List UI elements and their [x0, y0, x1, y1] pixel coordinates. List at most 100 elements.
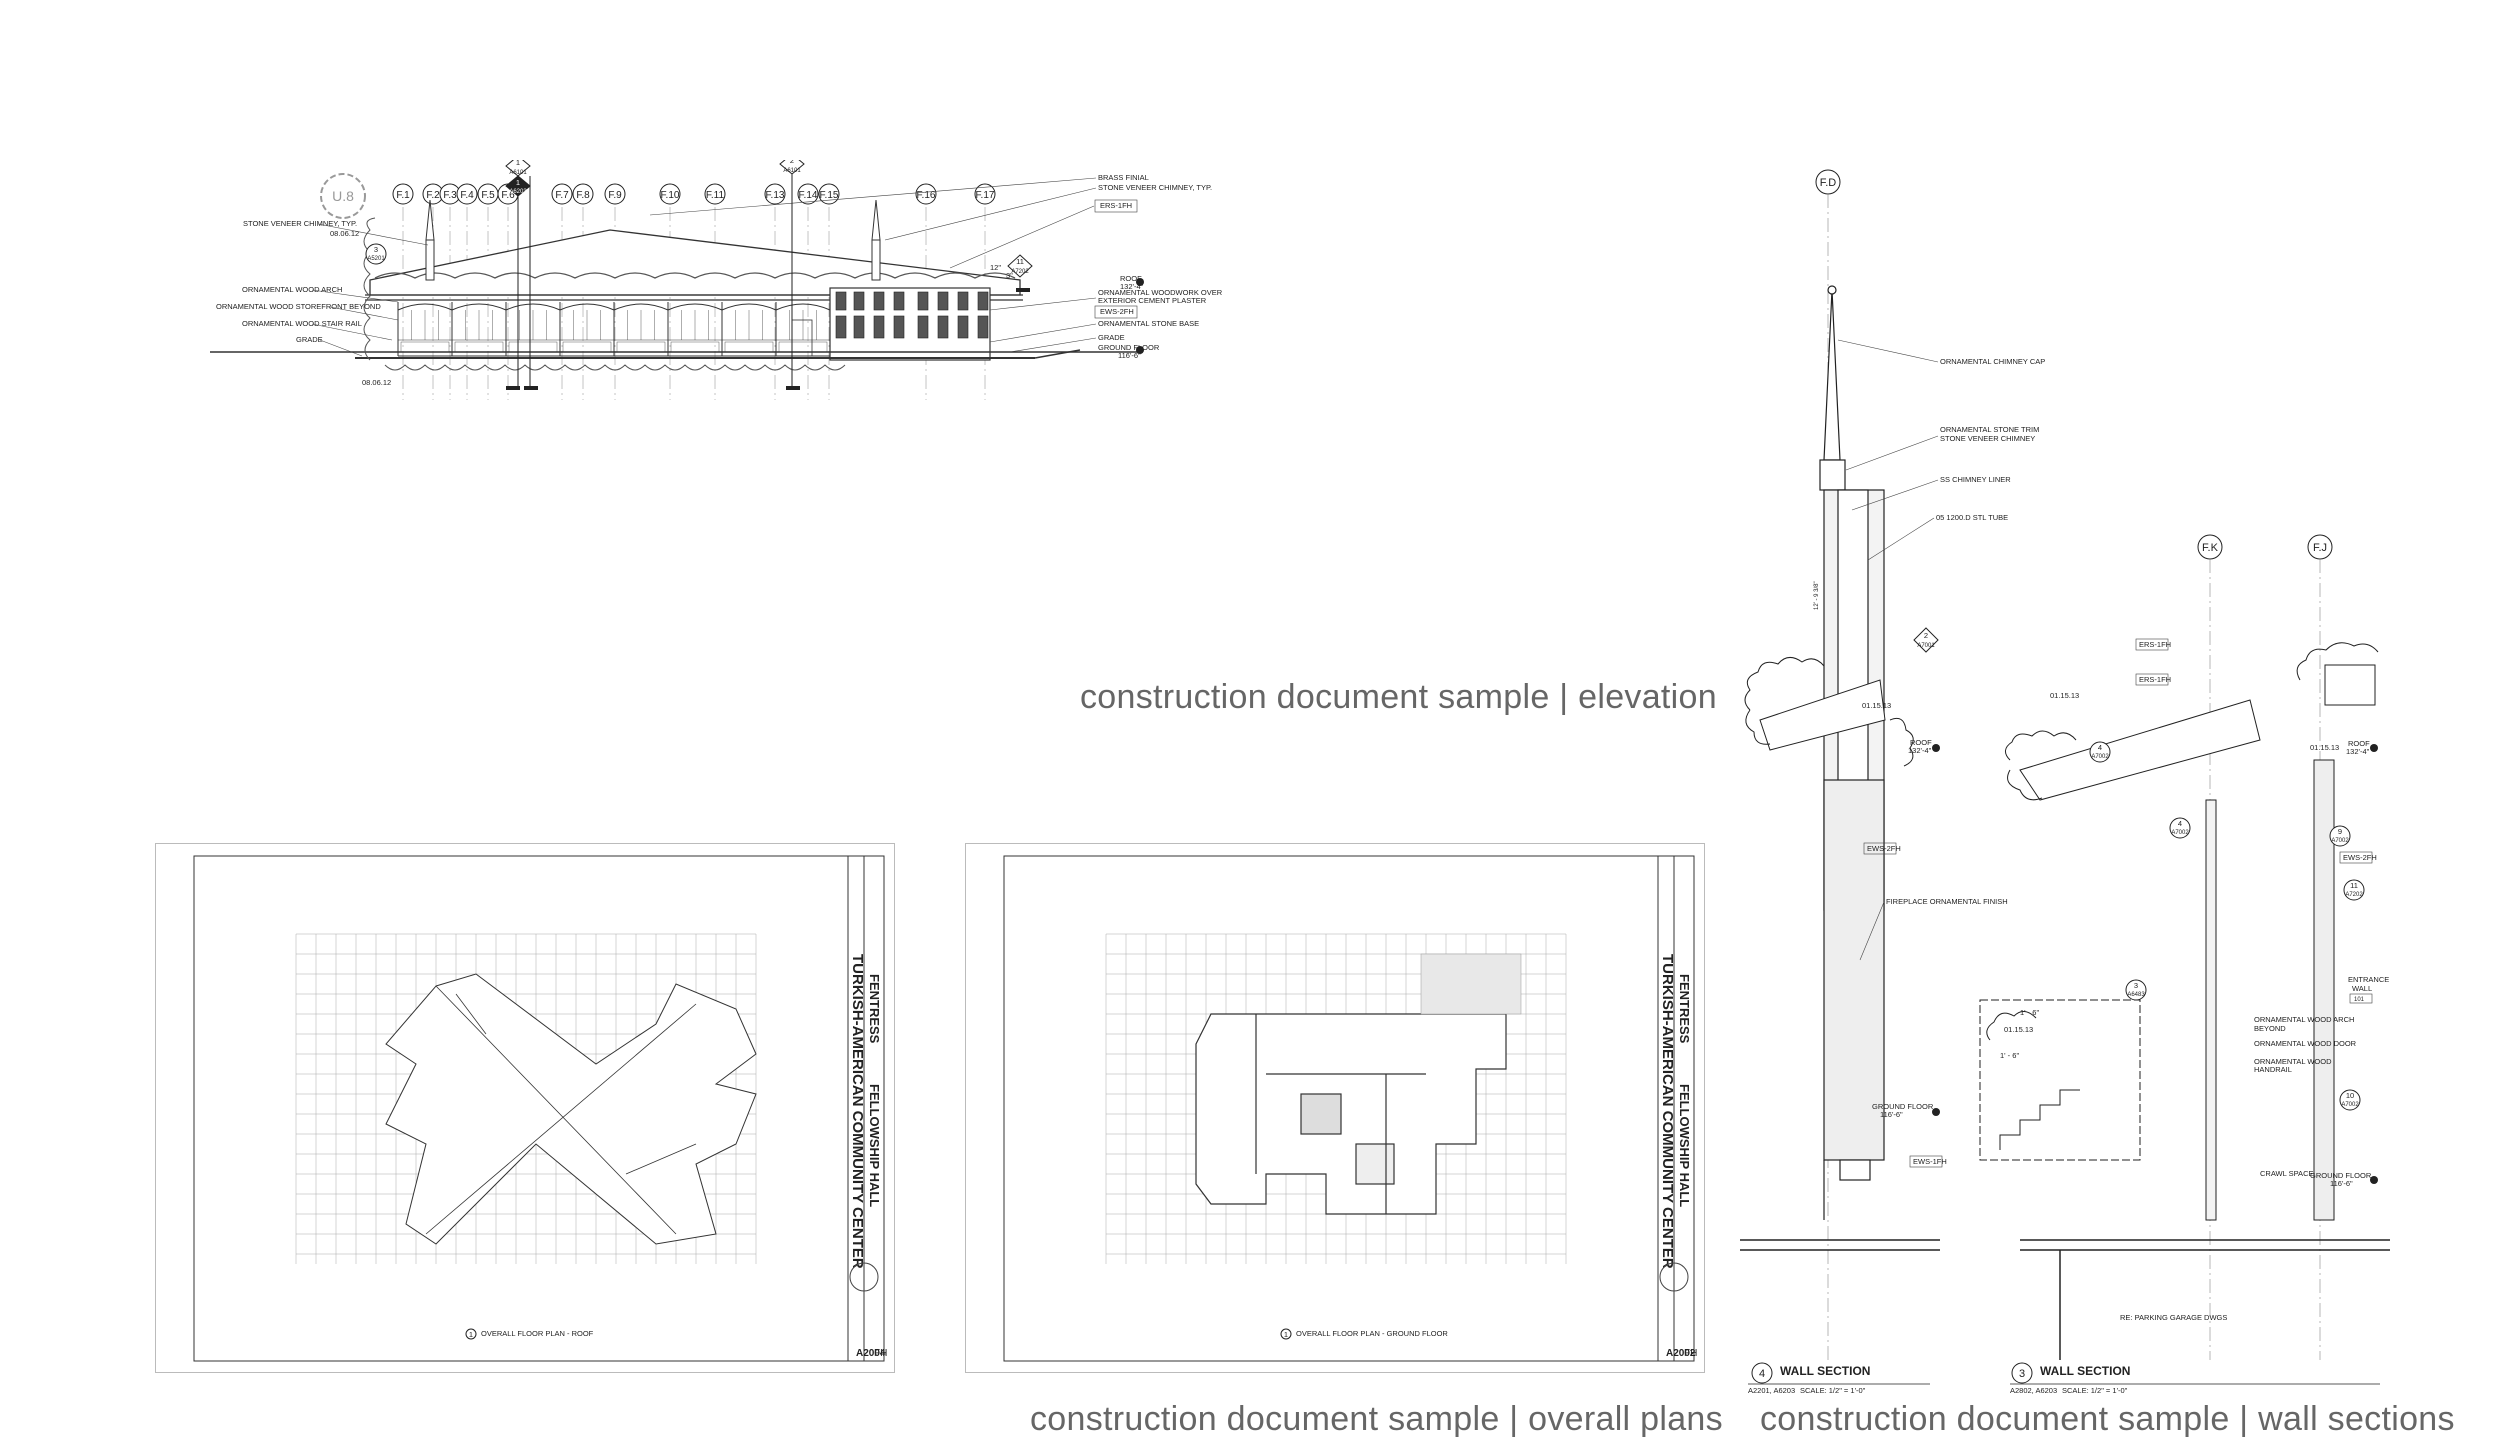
lattice-windows [835, 291, 989, 339]
svg-text:A7001: A7001 [1917, 643, 1935, 649]
caption-elevation: construction document sample | elevation [1080, 678, 1717, 716]
slope-12: 12" [990, 263, 1001, 272]
note-storefront: ORNAMENTAL WOOD STOREFRONT BEYOND [216, 302, 381, 311]
section-levels-a: ROOF 132'-4" GROUND FLOOR 116'-6" [1872, 738, 1940, 1119]
roof-plan-outline [385, 973, 757, 1245]
svg-text:EWS-2FH: EWS-2FH [2343, 853, 2377, 862]
ground-plan-outline [1195, 1013, 1507, 1215]
svg-text:ORNAMENTAL CHIMNEY CAP: ORNAMENTAL CHIMNEY CAP [1940, 357, 2045, 366]
note-ers-1fh: ERS-1FH [1100, 201, 1132, 210]
svg-text:SCALE: 1/2" = 1'-0": SCALE: 1/2" = 1'-0" [1800, 1386, 1866, 1395]
lattice-window [835, 291, 847, 339]
section-notes-a: ORNAMENTAL CHIMNEY CAP ORNAMENTAL STONE … [1814, 339, 2045, 1168]
note-woodwork: ORNAMENTAL WOODWORK OVER [1098, 288, 1223, 297]
grid-bubble: F.13 [764, 183, 786, 400]
note-chimney-left: STONE VENEER CHIMNEY, TYP. [243, 219, 357, 228]
grid-bubble: F.5 [477, 183, 499, 400]
note-wood-arch: ORNAMENTAL WOOD ARCH [242, 285, 342, 294]
grid-bubble: F.1 [392, 183, 414, 400]
svg-text:1' - 6": 1' - 6" [2020, 1008, 2039, 1017]
elevation-callouts: 1 A6101 1 A6203 2 A6101 3 A5201 11 A [365, 160, 1033, 390]
note-grade-right: GRADE [1098, 333, 1125, 342]
lattice-window [917, 291, 929, 339]
svg-text:WALL SECTION: WALL SECTION [2040, 1364, 2130, 1378]
sheet-ground-plan: FENTRESS TURKISH-AMERICAN COMMUNITY CENT… [965, 843, 1705, 1373]
chimney-left [425, 199, 435, 281]
svg-text:OVERALL FLOOR PLAN - ROOF: OVERALL FLOOR PLAN - ROOF [481, 1329, 594, 1338]
svg-text:ERS-1FH: ERS-1FH [2139, 640, 2171, 649]
svg-text:ENTRANCE: ENTRANCE [2348, 975, 2389, 984]
svg-text:132'-4": 132'-4" [1908, 746, 1932, 755]
level-roof-elev: 132'-4" [1120, 282, 1144, 291]
stair-detail [1979, 999, 2141, 1161]
lattice-window [853, 291, 865, 339]
grid-bubble: F.17 [974, 183, 996, 400]
svg-text:2: 2 [1924, 631, 1928, 640]
sheet-suffix: FH [874, 1348, 887, 1359]
svg-text:A7002: A7002 [2171, 830, 2189, 836]
lattice-window [957, 291, 969, 339]
svg-text:1' - 6": 1' - 6" [2000, 1051, 2019, 1060]
section-title-4: 4 WALL SECTION A2201, A6203 SCALE: 1/2" … [1748, 1362, 1930, 1395]
section-levels-b: ROOF 132'-4" GROUND FLOOR 116'-6" [2310, 739, 2378, 1188]
lattice-window [937, 291, 949, 339]
chimney-section [1819, 285, 1885, 1220]
grid-bubble: F.14 [797, 183, 819, 400]
svg-text:4: 4 [1759, 1368, 1765, 1380]
note-cement-plaster: EXTERIOR CEMENT PLASTER [1098, 296, 1207, 305]
svg-text:F.5: F.5 [481, 190, 495, 201]
note-ews-2fh: EWS-2FH [1100, 307, 1134, 316]
title-block-roof: FENTRESS TURKISH-AMERICAN COMMUNITY CENT… [849, 954, 887, 1359]
svg-text:F.1: F.1 [396, 190, 410, 201]
svg-text:A7002: A7002 [2341, 1102, 2359, 1108]
svg-text:11: 11 [2350, 881, 2358, 890]
svg-text:F.2: F.2 [426, 190, 440, 201]
ground-plan-hatch [1420, 953, 1522, 1015]
svg-text:ORNAMENTAL STONE TRIM: ORNAMENTAL STONE TRIM [1940, 425, 2039, 434]
svg-text:A6101: A6101 [509, 170, 527, 176]
svg-text:A2201, A6203: A2201, A6203 [1748, 1386, 1795, 1395]
callout-a6203: 1 A6203 [505, 175, 531, 390]
revision-cloud: U.8 08.06.12 [320, 173, 366, 238]
arcade-colonnade [397, 302, 831, 357]
svg-text:1: 1 [516, 160, 520, 167]
svg-text:A7202: A7202 [2345, 892, 2363, 898]
lattice-window [873, 291, 885, 339]
svg-text:A6101: A6101 [783, 168, 801, 174]
svg-text:WALL SECTION: WALL SECTION [1780, 1364, 1870, 1378]
sheet-roof-plan-drawing: FENTRESS TURKISH-AMERICAN COMMUNITY CENT… [193, 855, 887, 1362]
svg-text:F.6: F.6 [501, 190, 515, 201]
svg-text:CRAWL SPACE: CRAWL SPACE [2260, 1169, 2313, 1178]
svg-text:132'-4": 132'-4" [2346, 747, 2370, 756]
grid-bubble: F.4 [456, 183, 478, 400]
chimney-roof [1744, 657, 1914, 767]
section-grid-fk: F.K [2197, 534, 2223, 1360]
svg-text:A7002: A7002 [2091, 754, 2109, 760]
svg-text:STONE VENEER CHIMNEY: STONE VENEER CHIMNEY [1940, 434, 2035, 443]
svg-text:05 1200.D STL TUBE: 05 1200.D STL TUBE [1936, 513, 2008, 522]
vegetation [363, 217, 846, 371]
svg-text:GROUND FLOOR: GROUND FLOOR [2310, 1171, 2372, 1180]
svg-text:01.15.13: 01.15.13 [1862, 701, 1891, 710]
svg-text:01.15.13: 01.15.13 [2004, 1025, 2033, 1034]
view-title-roof: 1 OVERALL FLOOR PLAN - ROOF [465, 1328, 594, 1340]
wall-sections-drawing: F.D F.K F.J ORNAMENTAL CHIMNEY CAP ORNAM [1740, 169, 2390, 1395]
callout-a5201: 3 A5201 [365, 243, 387, 265]
sheet-firm: FENTRESS [867, 974, 882, 1044]
chimney-right [871, 199, 881, 281]
svg-text:ERS-1FH: ERS-1FH [2139, 675, 2171, 684]
callout-a7001: 2 A7001 [1913, 627, 1939, 653]
notes-left: STONE VENEER CHIMNEY, TYP. ORNAMENTAL WO… [216, 219, 429, 387]
lattice-window [977, 291, 989, 339]
caption-plans: construction document sample | overall p… [1030, 1400, 1723, 1438]
svg-text:OVERALL FLOOR PLAN - GROUND FL: OVERALL FLOOR PLAN - GROUND FLOOR [1296, 1329, 1448, 1338]
svg-text:4: 4 [2098, 743, 2102, 752]
svg-text:A6483: A6483 [2127, 992, 2145, 998]
sheet-firm: FENTRESS [1677, 974, 1692, 1044]
grid-bubble: F.3 [439, 183, 461, 400]
svg-text:F.11: F.11 [706, 190, 725, 201]
svg-text:F.13: F.13 [766, 190, 785, 201]
floor-slab-b [2020, 1239, 2390, 1360]
svg-text:F.17: F.17 [976, 190, 995, 201]
